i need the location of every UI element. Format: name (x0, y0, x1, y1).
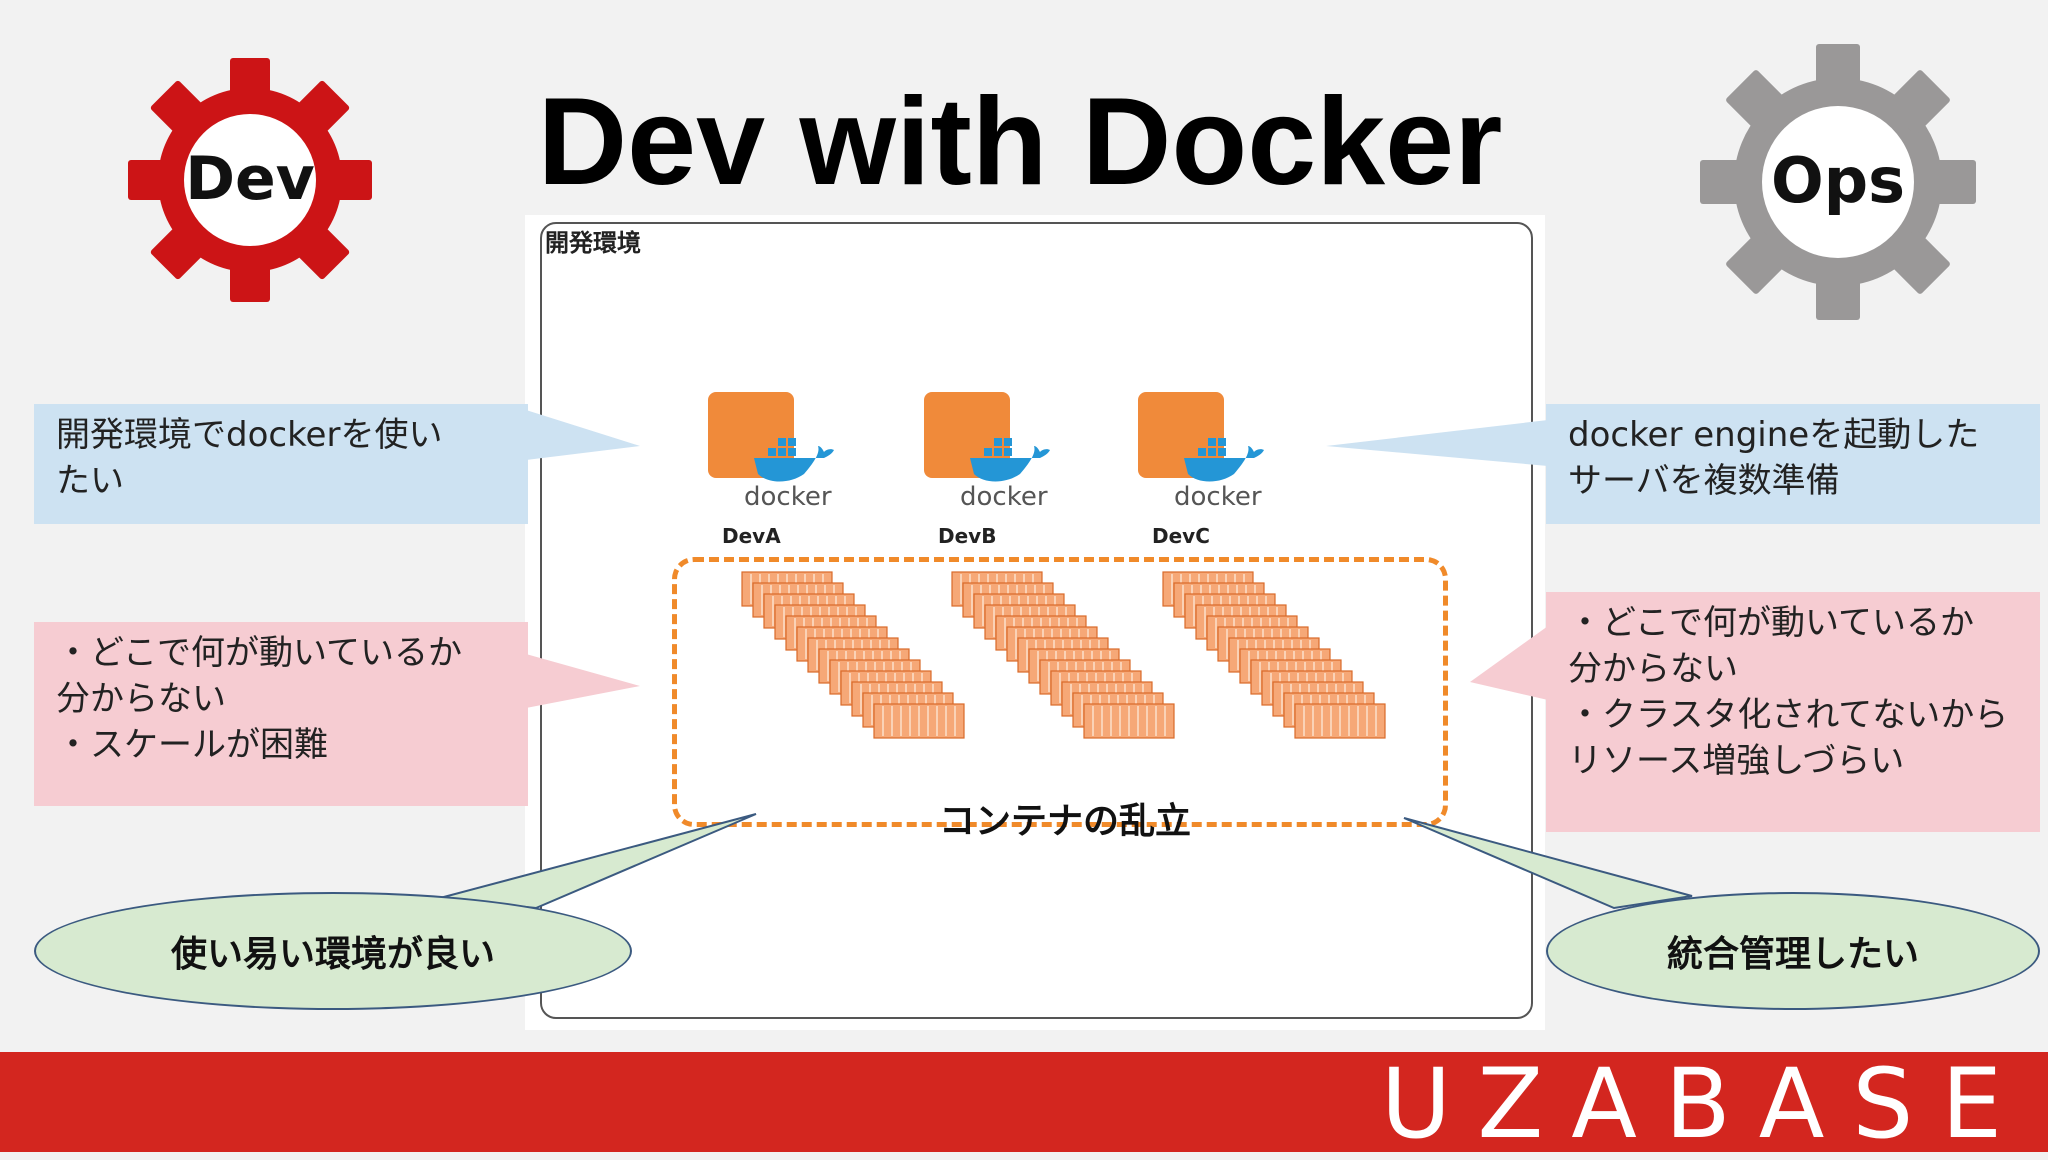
ops-gear-label: Ops (1771, 144, 1905, 217)
container-box (1294, 703, 1386, 739)
docker-host-deva: docker DevA (708, 392, 848, 552)
callout-line: 分からない (56, 679, 226, 719)
docker-whale-icon (970, 438, 1050, 482)
dev-environment-frame (540, 222, 1533, 1019)
ops-speech-text: 統合管理したい (1666, 934, 1919, 975)
container-sprawl-label: コンテナの乱立 (938, 801, 1191, 842)
ops-problems-pointer (1470, 626, 1548, 700)
container-box (1083, 703, 1175, 739)
ops-problems-callout: ・どこで何が動いているか 分からない ・クラスタ化されてないから リソース増強し… (1546, 592, 2040, 832)
container-sprawl-region: コンテナの乱立 (672, 557, 1448, 842)
dev-problems-pointer (526, 654, 640, 708)
ops-gear-icon: Ops (1700, 44, 1976, 320)
ops-prepare-callout: docker engineを起動した サーバを複数準備 (1546, 404, 2040, 524)
host-label: DevC (1152, 524, 1210, 548)
callout-line: サーバを複数準備 (1568, 461, 1840, 501)
dev-speech-text: 使い易い環境が良い (170, 934, 495, 975)
dev-want-callout: 開発環境でdockerを使い たい (34, 404, 528, 524)
slide-title: Dev with Docker (537, 73, 1503, 211)
callout-line: docker engineを起動した (1568, 415, 1980, 455)
dev-speech-bubble: 使い易い環境が良い (34, 892, 632, 1010)
dev-gear-label: Dev (185, 144, 315, 214)
ops-speech-bubble: 統合管理したい (1546, 892, 2040, 1010)
callout-line: 分からない (1568, 649, 1738, 689)
footer-bar: UZABASE (0, 1048, 2048, 1160)
docker-host-devc: docker DevC (1138, 392, 1278, 552)
dev-environment-label: 開発環境 (545, 229, 641, 257)
docker-logo-text: docker (744, 482, 832, 512)
callout-line: ・クラスタ化されてないから (1568, 695, 2009, 735)
dev-bubble-tail (439, 813, 757, 910)
container-box (873, 703, 965, 739)
docker-logo-text: docker (1174, 482, 1262, 512)
dev-want-pointer (526, 410, 640, 460)
callout-line: たい (56, 461, 124, 501)
callout-line: リソース増強しづらい (1568, 741, 1905, 781)
dev-problems-callout: ・どこで何が動いているか 分からない ・スケールが困難 (34, 622, 528, 806)
callout-line: ・どこで何が動いているか (56, 633, 462, 673)
host-label: DevB (938, 524, 997, 548)
callout-line: 開発環境でdockerを使い (56, 415, 443, 455)
brand-logo: UZABASE (1380, 1048, 2030, 1160)
docker-whale-icon (754, 438, 834, 482)
dev-gear-icon: Dev (128, 58, 372, 302)
docker-host-devb: docker DevB (924, 392, 1064, 552)
ops-prepare-pointer (1326, 420, 1548, 466)
callout-line: ・スケールが困難 (56, 725, 328, 765)
callout-line: ・どこで何が動いているか (1568, 603, 1974, 643)
docker-whale-icon (1184, 438, 1264, 482)
host-label: DevA (722, 524, 781, 548)
docker-logo-text: docker (960, 482, 1048, 512)
